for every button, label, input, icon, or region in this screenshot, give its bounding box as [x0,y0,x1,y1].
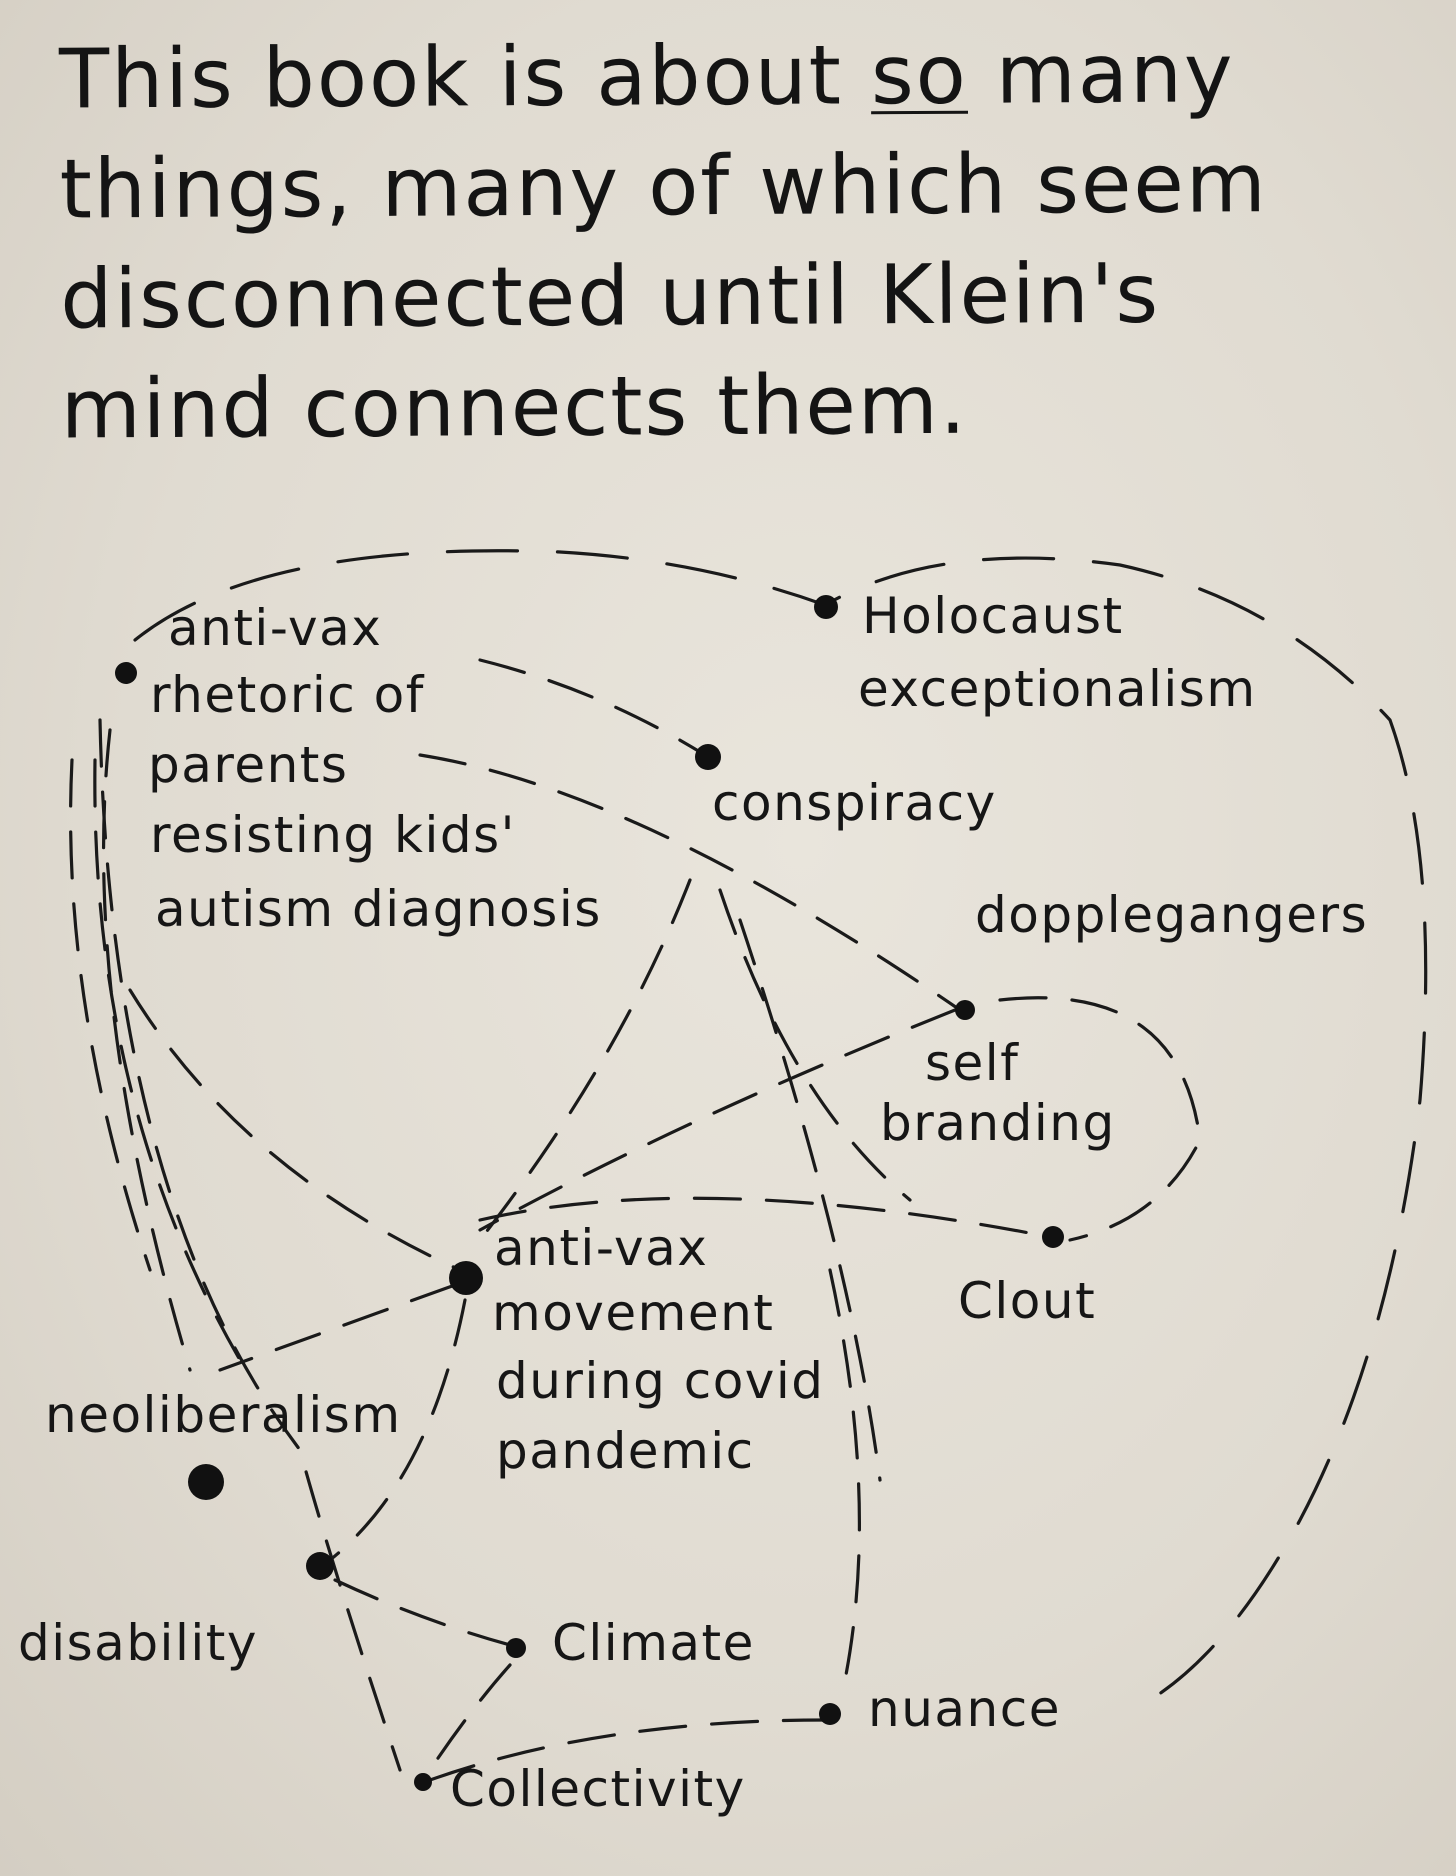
label-self-branding: self branding [880,1034,1116,1152]
node-dot-nuance [819,1703,841,1725]
edge-antivax-down [828,1268,861,1682]
node-dot-self-branding [955,1000,975,1020]
node-dot-conspiracy [695,744,721,770]
label-holocaust: Holocaust exceptionalism [858,587,1257,718]
node-dot-neoliberalism [188,1464,224,1500]
edge-antivax-to-neoliberalism [218,1283,457,1372]
label-nuance: nuance [868,1680,1061,1738]
edge-rhetoric-left-2 [93,758,242,1362]
label-collectivity: Collectivity [450,1760,746,1818]
edge-selfbranding-to-antivax [478,1008,957,1232]
edge-antivax-to-disability [328,1298,467,1562]
node-dot-holocaust [814,595,838,619]
label-neoliberalism: neoliberalism [45,1386,402,1444]
edge-selfbranding-loop [998,996,1202,1242]
label-disability: disability [18,1614,258,1672]
label-antivax-rhetoric: anti-vax rhetoric of parents resisting k… [148,599,602,938]
edge-rhetoric-left-3 [69,758,152,1272]
label-dopplegangers: dopplegangers [975,886,1368,944]
edge-conspiracy-to-nuance [738,918,882,1482]
label-clout: Clout [958,1272,1096,1330]
edge-rhetoric-to-disability [98,718,402,1772]
node-dot-antivax-rhetoric [115,662,137,684]
edge-rhetoric-to-antivax-movement [128,988,462,1272]
edge-rhetoric-to-conspiracy [478,658,707,757]
edge-disability-to-climate [333,1578,512,1647]
edge-climate-to-collectivity [428,1663,512,1772]
node-dot-clout [1042,1226,1064,1248]
node-dot-antivax-movement [449,1261,483,1295]
edge-conspiracy-to-clout [718,888,912,1202]
edge-outer-loop [133,549,1428,1702]
concept-edges [69,549,1428,1782]
node-dot-collectivity [414,1773,432,1791]
label-climate: Climate [552,1614,755,1672]
node-dot-disability [306,1552,334,1580]
concept-nodes [115,595,1064,1791]
node-dot-climate [506,1638,526,1658]
edge-collectivity-to-nuance [428,1718,827,1782]
label-antivax-movement: anti-vax movement during covid pandemic [492,1219,842,1480]
label-conspiracy: conspiracy [712,774,997,832]
edge-antivax-to-clout [478,1196,1042,1237]
concept-labels: anti-vax rhetoric of parents resisting k… [18,587,1368,1818]
edge-rhetoric-to-selfbranding [418,753,962,1012]
